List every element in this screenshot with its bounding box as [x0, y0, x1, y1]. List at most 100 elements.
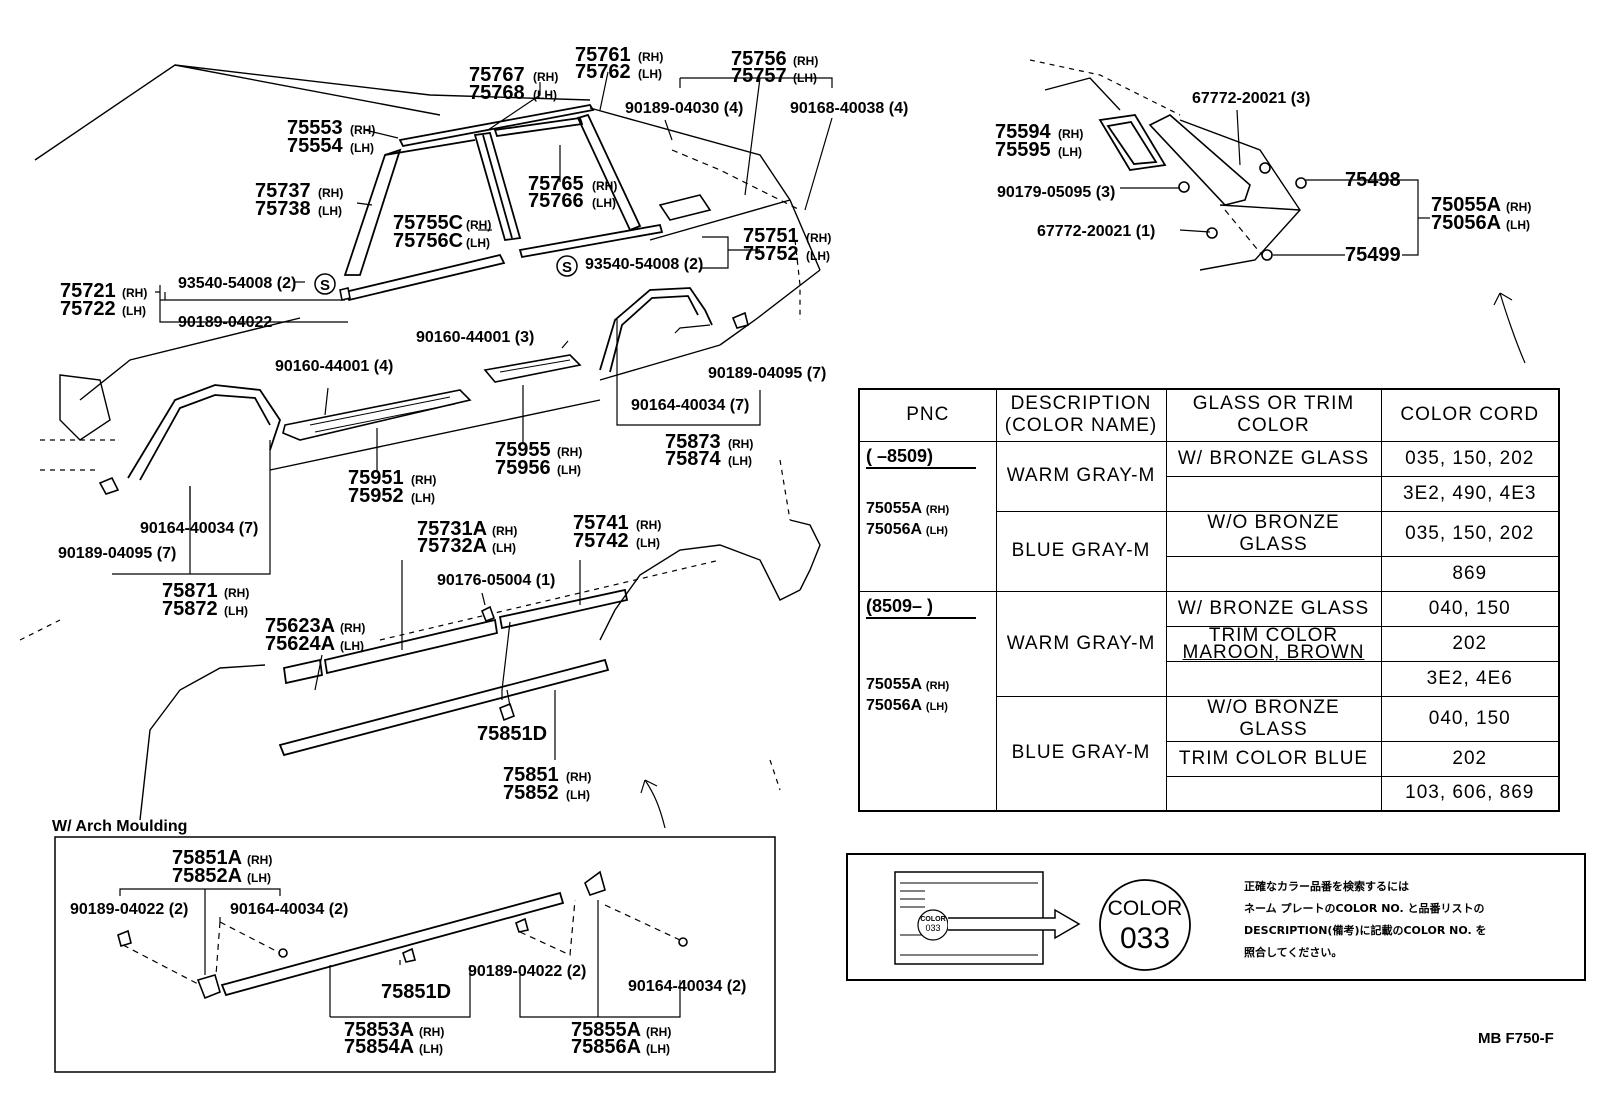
- label-75856A: 75856A: [571, 1036, 641, 1058]
- svg-text:(RH): (RH): [1506, 200, 1531, 214]
- label-75956: 75956: [495, 457, 551, 479]
- svg-text:(RH): (RH): [492, 524, 517, 538]
- table-row: 869: [859, 555, 1560, 592]
- label-75056A: 75056A: [1431, 212, 1501, 234]
- header-pnc: PNC: [858, 388, 997, 442]
- svg-text:(LH): (LH): [122, 304, 146, 318]
- svg-text:(RH): (RH): [122, 286, 147, 300]
- quarter-detail: [1098, 114, 1526, 364]
- svg-text:(LH): (LH): [340, 639, 364, 653]
- label-75767: 75767: [469, 64, 525, 86]
- svg-text:(RH): (RH): [419, 1025, 444, 1039]
- table-row: 3E2, 490, 4E3: [859, 475, 1560, 512]
- svg-text:(RH): (RH): [566, 770, 591, 784]
- svg-text:(RH): (RH): [224, 586, 249, 600]
- label-90189-04022-2b: 90189-04022 (2): [468, 963, 586, 980]
- s-mark-1: S: [314, 273, 336, 295]
- side-mouldings: [278, 588, 629, 757]
- label-75731A: 75731A: [417, 518, 487, 540]
- svg-text:S: S: [562, 259, 572, 276]
- label-75852A: 75852A: [172, 865, 242, 887]
- desc-blue-1: BLUE GRAY-M: [995, 510, 1167, 592]
- svg-text:(LH): (LH): [466, 236, 490, 250]
- svg-text:(RH): (RH): [646, 1025, 671, 1039]
- label-75499: 75499: [1345, 244, 1401, 266]
- svg-text:(LH): (LH): [419, 1042, 443, 1056]
- svg-text:(LH): (LH): [646, 1042, 670, 1056]
- svg-text:(LH): (LH): [728, 454, 752, 468]
- desc-blue-2: BLUE GRAY-M: [995, 695, 1167, 812]
- svg-text:(RH): (RH): [557, 445, 582, 459]
- glass-cell: [1165, 775, 1382, 812]
- label-75756: 75756: [731, 48, 787, 70]
- label-75873: 75873: [665, 431, 721, 453]
- svg-text:(RH): (RH): [793, 54, 818, 68]
- svg-text:(RH): (RH): [350, 123, 375, 137]
- label-90168-40038: 90168-40038 (4): [790, 100, 908, 117]
- label-75852: 75852: [503, 782, 559, 804]
- label-75554: 75554: [287, 135, 343, 157]
- code-cell: 103, 606, 869: [1380, 775, 1560, 812]
- svg-text:(LH): (LH): [638, 67, 662, 81]
- label-75955: 75955: [495, 439, 551, 461]
- code-cell: 869: [1380, 555, 1560, 592]
- glass-cell: [1165, 475, 1382, 512]
- header-description: DESCRIPTION (COLOR NAME): [995, 388, 1167, 442]
- label-75732A: 75732A: [417, 535, 487, 557]
- color-code: 033: [1120, 922, 1170, 955]
- svg-text:(LH): (LH): [557, 463, 581, 477]
- svg-text:(LH): (LH): [492, 541, 516, 555]
- label-75738: 75738: [255, 198, 311, 220]
- label-90164-40034-2b: 90164-40034 (2): [628, 978, 746, 995]
- code-cell: 202: [1380, 740, 1560, 777]
- label-75742: 75742: [573, 530, 629, 552]
- color-word: COLOR: [1108, 897, 1183, 920]
- svg-text:(LH): (LH): [806, 249, 830, 263]
- svg-text:(LH): (LH): [350, 141, 374, 155]
- label-75951: 75951: [348, 467, 404, 489]
- code-cell: 035, 150, 202: [1380, 510, 1560, 557]
- glass-cell: W/ BRONZE GLASS: [1165, 440, 1382, 477]
- label-75854A: 75854A: [344, 1036, 414, 1058]
- label-75871: 75871: [162, 580, 218, 602]
- label-75762: 75762: [575, 61, 631, 83]
- name-plate-instructions: 正確なカラー品番を検索するには ネーム プレートのCOLOR NO. と品番リス…: [1244, 880, 1487, 959]
- mini-color-code: 033: [925, 923, 940, 933]
- arrow-middle: [640, 779, 666, 829]
- label-90176: 90176-05004 (1): [437, 572, 555, 589]
- label-75721: 75721: [60, 280, 116, 302]
- glass-cell: [1165, 660, 1382, 697]
- label-75768: 75768: [469, 82, 525, 104]
- page-code: MB F750-F: [1478, 1030, 1554, 1047]
- part-labels: 75553 (RH) 75554 (LH) 75767 (RH) 75768 (…: [52, 44, 1531, 1058]
- svg-text:S: S: [320, 277, 330, 294]
- svg-text:(RH): (RH): [318, 186, 343, 200]
- label-75851A: 75851A: [172, 847, 242, 869]
- svg-text:(RH): (RH): [806, 231, 831, 245]
- label-75766: 75766: [528, 190, 584, 212]
- label-90164-40034-r: 90164-40034 (7): [631, 397, 749, 414]
- code-cell: 040, 150: [1380, 590, 1560, 627]
- label-75855A: 75855A: [571, 1019, 641, 1041]
- code-cell: 202: [1380, 625, 1560, 662]
- label-75055A: 75055A: [1431, 194, 1501, 216]
- code-cell: 3E2, 4E6: [1380, 660, 1560, 697]
- label-75737: 75737: [255, 180, 311, 202]
- svg-text:(RH): (RH): [636, 518, 661, 532]
- label-90179: 90179-05095 (3): [997, 184, 1115, 201]
- svg-text:(LH): (LH): [793, 71, 817, 85]
- header-glass: GLASS OR TRIM COLOR: [1165, 388, 1382, 442]
- svg-text:(RH): (RH): [638, 50, 663, 64]
- label-90189-04095-l: 90189-04095 (7): [58, 545, 176, 562]
- label-75756C: 75756C: [393, 230, 463, 252]
- label-75851D-arch: 75851D: [381, 981, 451, 1003]
- label-75752: 75752: [743, 243, 799, 265]
- label-90189-04030: 90189-04030 (4): [625, 100, 743, 117]
- label-67772-3: 67772-20021 (3): [1192, 90, 1310, 107]
- svg-text:(RH): (RH): [466, 218, 491, 232]
- mini-color-word: COLOR: [920, 916, 945, 923]
- label-90160-4: 90160-44001 (4): [275, 358, 393, 375]
- svg-text:(LH): (LH): [1058, 145, 1082, 159]
- label-90164-40034-2a: 90164-40034 (2): [230, 901, 348, 918]
